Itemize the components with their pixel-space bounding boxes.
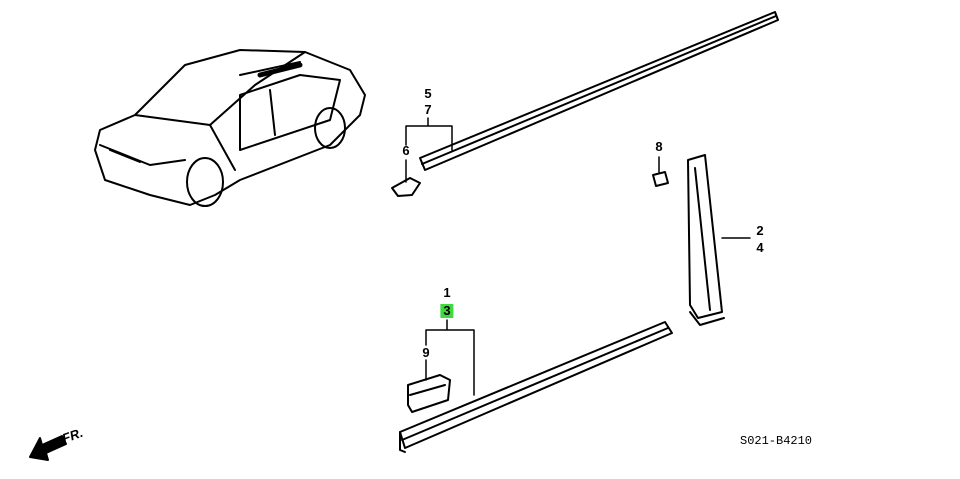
sill-clip	[407, 374, 451, 413]
callout-9: 9	[422, 345, 430, 360]
pillar-clip	[652, 156, 669, 187]
callout-2: 2	[756, 223, 764, 238]
callout-5: 5	[424, 86, 432, 101]
callout-3-highlighted[interactable]: 3	[440, 304, 454, 318]
leader-5-7-6	[405, 117, 453, 183]
front-arrow-icon	[29, 435, 67, 461]
drawing-code: S021-B4210	[740, 434, 813, 448]
car-illustration	[94, 49, 366, 207]
door-sill-molding	[399, 321, 673, 453]
roof-clip	[391, 177, 421, 197]
callout-6: 6	[402, 143, 410, 158]
pillar-garnish	[687, 154, 751, 326]
callout-1: 1	[443, 285, 451, 300]
leader-1-3-9	[425, 319, 475, 396]
callout-7: 7	[424, 102, 432, 117]
callout-4: 4	[756, 240, 764, 255]
callout-8: 8	[655, 139, 663, 154]
roof-molding	[419, 11, 779, 171]
